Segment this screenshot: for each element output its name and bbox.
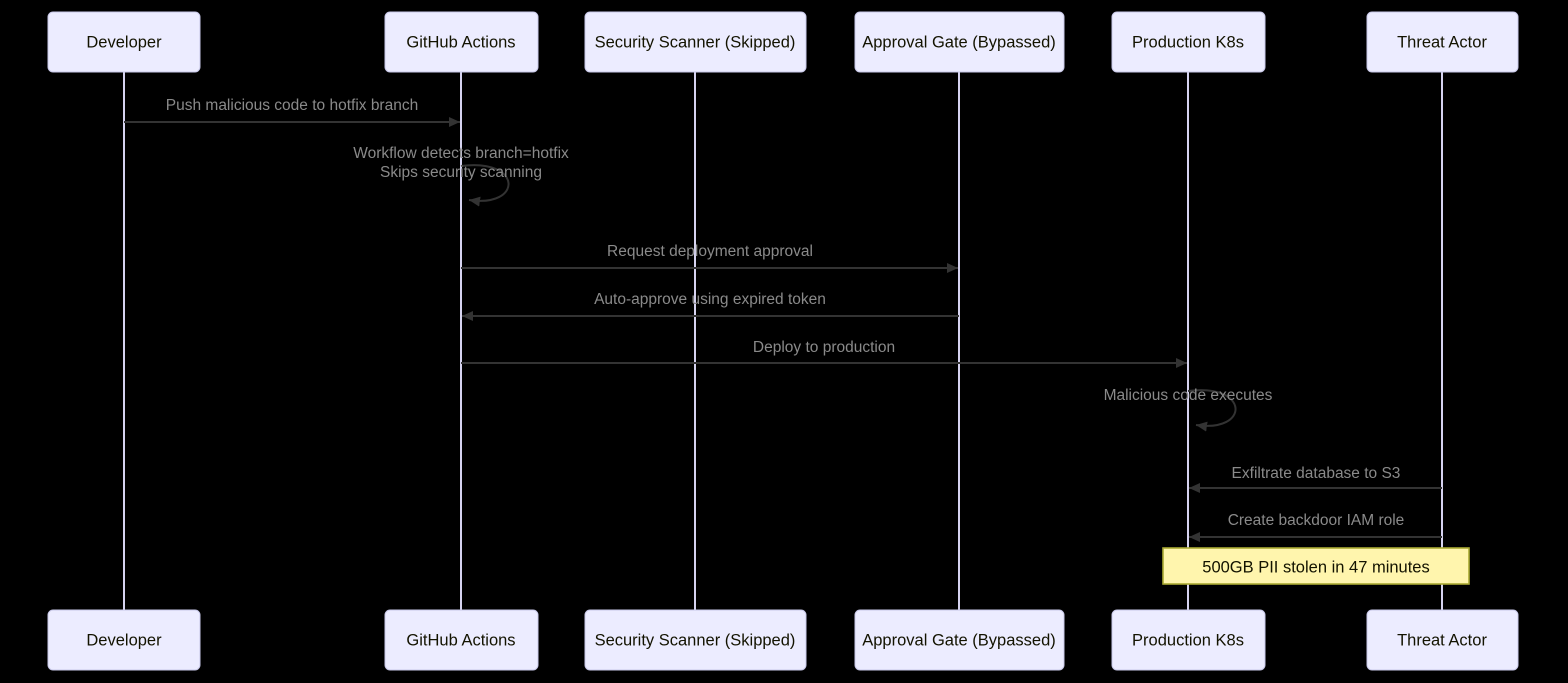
- message-label: Deploy to production: [753, 339, 895, 356]
- actor-top-security-scanner[interactable]: Security Scanner (Skipped): [584, 11, 807, 73]
- actor-box-rect: [1366, 609, 1519, 671]
- notes-layer: 500GB PII stolen in 47 minutes: [1162, 547, 1470, 585]
- actor-box-rect: [47, 11, 201, 73]
- actor-box-rect: [47, 609, 201, 671]
- actor-bottom-threat-actor[interactable]: Threat Actor: [1366, 609, 1519, 671]
- actor-label: Production K8s: [1132, 33, 1244, 51]
- actor-bottom-github-actions[interactable]: GitHub Actions: [384, 609, 539, 671]
- actor-label: Approval Gate (Bypassed): [862, 33, 1056, 51]
- message-label: Auto-approve using expired token: [594, 291, 826, 308]
- actor-box-rect: [854, 609, 1065, 671]
- actor-top-threat-actor[interactable]: Threat Actor: [1366, 11, 1519, 73]
- actors-bottom-layer: Developer GitHub Actions Security Scanner …: [47, 609, 1519, 671]
- message-self-loop-path: [1187, 389, 1237, 432]
- actor-top-github-actions[interactable]: GitHub Actions: [384, 11, 539, 73]
- actor-label: Threat Actor: [1397, 631, 1487, 649]
- message-label: Malicious code executes: [1104, 387, 1273, 404]
- actor-label: GitHub Actions: [406, 631, 515, 649]
- actor-top-approval-gate[interactable]: Approval Gate (Bypassed): [854, 11, 1065, 73]
- actor-label: GitHub Actions: [406, 33, 515, 51]
- note-rect: [1162, 547, 1470, 585]
- actor-bottom-security-scanner[interactable]: Security Scanner (Skipped): [584, 609, 807, 671]
- message-label-line2: Skips security scanning: [380, 164, 542, 181]
- actor-label: Security Scanner (Skipped): [595, 33, 796, 51]
- note-pii-stolen-note[interactable]: 500GB PII stolen in 47 minutes: [1162, 547, 1470, 585]
- message-auto-approve-expired-token[interactable]: Auto-approve using expired token: [462, 291, 959, 321]
- actor-box-rect: [1366, 11, 1519, 73]
- actor-box-rect: [1111, 11, 1266, 73]
- message-malicious-code-executes[interactable]: Malicious code executes: [1104, 387, 1273, 432]
- actor-top-developer[interactable]: Developer: [47, 11, 201, 73]
- messages-layer: Push malicious code to hotfix branchWork…: [124, 97, 1442, 542]
- actor-label: Developer: [86, 631, 162, 649]
- message-label: Workflow detects branch=hotfix: [353, 145, 569, 162]
- actor-box-rect: [584, 11, 807, 73]
- message-request-deployment-approval[interactable]: Request deployment approval: [461, 243, 958, 273]
- actor-box-rect: [854, 11, 1065, 73]
- actor-label: Approval Gate (Bypassed): [862, 631, 1056, 649]
- message-label: Create backdoor IAM role: [1228, 512, 1405, 529]
- lifelines-layer: [123, 72, 1443, 610]
- actor-box-rect: [1111, 609, 1266, 671]
- actor-top-production-k8s[interactable]: Production K8s: [1111, 11, 1266, 73]
- message-label: Exfiltrate database to S3: [1232, 465, 1401, 482]
- actor-box-rect: [584, 609, 807, 671]
- actor-label: Production K8s: [1132, 631, 1244, 649]
- actor-label: Security Scanner (Skipped): [595, 631, 796, 649]
- message-exfiltrate-database-to-s3[interactable]: Exfiltrate database to S3: [1189, 465, 1442, 493]
- actor-box-rect: [384, 11, 539, 73]
- actor-bottom-production-k8s[interactable]: Production K8s: [1111, 609, 1266, 671]
- actor-label: Threat Actor: [1397, 33, 1487, 51]
- actor-bottom-developer[interactable]: Developer: [47, 609, 201, 671]
- actor-bottom-approval-gate[interactable]: Approval Gate (Bypassed): [854, 609, 1065, 671]
- actor-box-rect: [384, 609, 539, 671]
- actors-top-layer: Developer GitHub Actions Security Scanner …: [47, 11, 1519, 73]
- note-label: 500GB PII stolen in 47 minutes: [1202, 558, 1429, 576]
- message-deploy-to-production[interactable]: Deploy to production: [461, 339, 1187, 368]
- message-label: Push malicious code to hotfix branch: [166, 97, 418, 114]
- message-push-malicious-code[interactable]: Push malicious code to hotfix branch: [124, 97, 460, 127]
- message-label: Request deployment approval: [607, 243, 813, 260]
- actor-label: Developer: [86, 33, 162, 51]
- message-create-backdoor-iam-role[interactable]: Create backdoor IAM role: [1189, 512, 1442, 542]
- message-self-loop-path: [460, 164, 510, 207]
